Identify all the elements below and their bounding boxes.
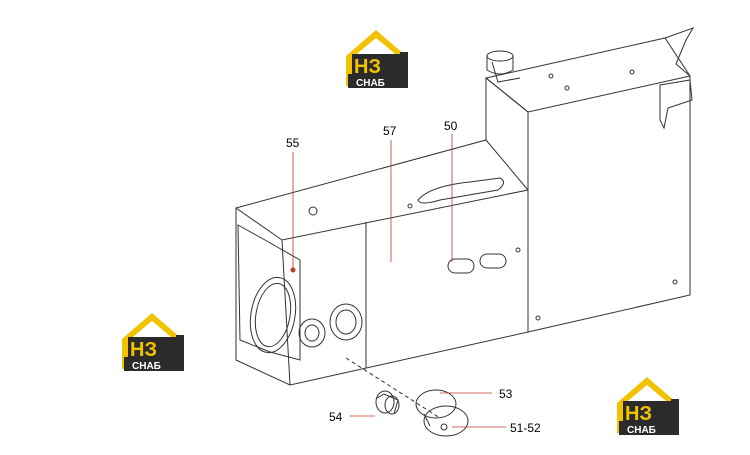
watermark-letters: НЗ (625, 403, 652, 425)
watermark-logo-right: НЗ СНАБ (617, 377, 679, 436)
callout-57: 57 (383, 124, 397, 138)
watermark-logo-left: НЗ СНАБ (122, 313, 184, 372)
watermark-letters: НЗ (130, 339, 157, 361)
callout-53: 53 (499, 387, 513, 401)
callout-55-marker (290, 267, 296, 273)
leader-lines (292, 134, 506, 428)
callout-51-52: 51-52 (510, 421, 541, 435)
watermark-logo-top: НЗ СНАБ (346, 30, 408, 89)
watermark-letters: НЗ (354, 56, 381, 78)
callout-55: 55 (286, 136, 300, 150)
callout-50: 50 (444, 119, 458, 133)
callout-54: 54 (329, 410, 343, 424)
watermark-subtitle: СНАБ (132, 361, 161, 372)
watermark-subtitle: СНАБ (356, 78, 385, 89)
watermark-subtitle: СНАБ (627, 425, 656, 436)
housing-drawing (235, 27, 695, 437)
